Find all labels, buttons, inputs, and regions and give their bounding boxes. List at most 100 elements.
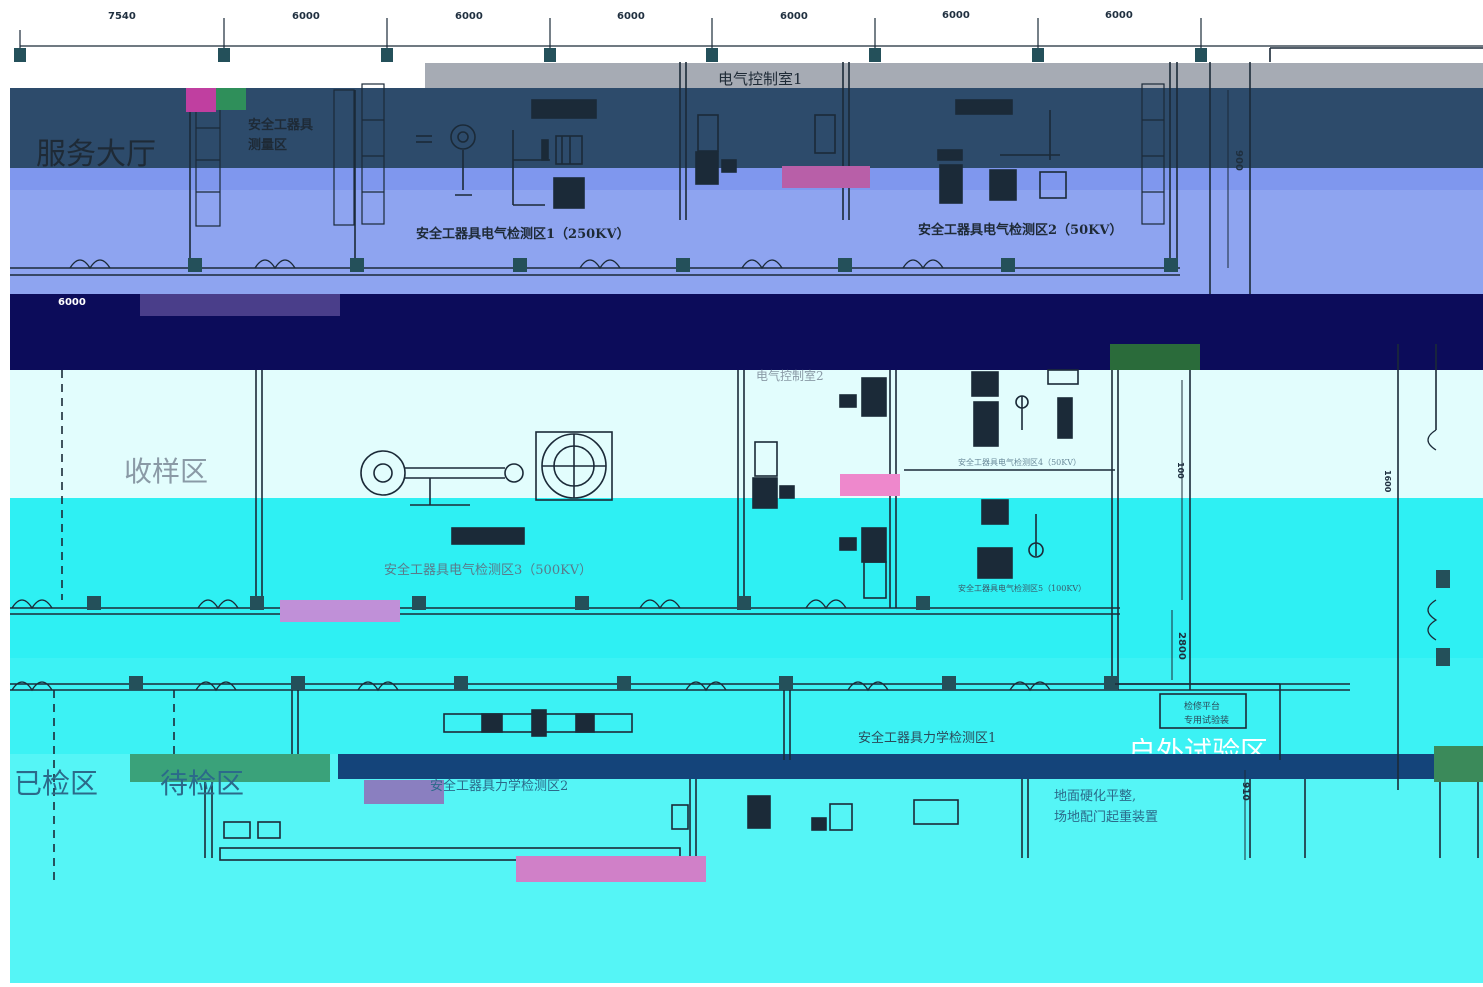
top-columns-shape <box>381 48 393 62</box>
top-columns-shape <box>218 48 230 62</box>
electric-test-3-equipment <box>360 431 613 545</box>
dim-right-lower: 2800 <box>1176 632 1187 660</box>
dim-label-2: 6000 <box>292 11 320 22</box>
electric-test-4-5-equipment-shape <box>973 401 999 447</box>
middle-door-arcs-shape <box>11 681 53 692</box>
middle-wall-columns-shape <box>291 676 305 690</box>
electric-test-2-equipment-shape <box>955 99 1013 115</box>
electric-test-1-equipment-shape <box>457 131 469 143</box>
middle-door-arcs-shape <box>639 599 681 610</box>
zone-electric-test-5: 安全工器具电气检测区5（100KV） <box>958 584 1087 593</box>
outdoor-note-1: 地面硬化平整, <box>1054 789 1137 804</box>
top-columns-shape <box>1032 48 1044 62</box>
electric-test-4-5-equipment-shape <box>1047 369 1079 385</box>
zone-electric-test-2: 安全工器具电气检测区2（50KV） <box>918 223 1123 238</box>
band-cyan <box>10 498 1483 658</box>
electric-test-4-5-equipment-shape <box>1028 542 1044 558</box>
middle-door-arcs-shape <box>1427 599 1438 641</box>
shelf-racks <box>195 83 1165 227</box>
electric-test-3-equipment-shape <box>451 527 525 545</box>
electric-test-4-5-equipment-shape <box>981 499 1009 525</box>
electric-test-2-equipment <box>937 99 1067 204</box>
mechanical-test-equipment-shape <box>811 817 827 831</box>
middle-door-arcs-shape <box>197 599 239 610</box>
zone-outdoor-test: 户外试验区 <box>1128 738 1268 754</box>
control-room-2-consoles-shape <box>752 477 778 509</box>
control-room-2-consoles-shape <box>839 537 857 551</box>
middle-door-arcs-shape <box>195 681 237 692</box>
mechanical-test-equipment-shape <box>575 713 595 733</box>
upper-wall-columns-shape <box>513 258 527 272</box>
mechanical-test-equipment-shape <box>747 795 771 829</box>
dim-label-1: 7540 <box>108 11 136 22</box>
shelf-racks-shape <box>333 89 355 226</box>
electric-test-4-5-equipment-shape <box>1057 397 1073 439</box>
middle-wall-columns-shape <box>942 676 956 690</box>
side-dimension-ticks <box>1171 90 1246 860</box>
shelf-racks-shape <box>361 83 385 225</box>
middle-row-walls <box>10 344 1437 790</box>
artifact-patches-shape <box>364 780 444 804</box>
top-columns <box>14 48 1207 62</box>
upper-wall-columns-shape <box>188 258 202 272</box>
middle-wall-columns-shape <box>916 596 930 610</box>
zone-control-room-1: 电气控制室1 <box>718 70 803 88</box>
middle-door-arcs-shape <box>847 681 889 692</box>
artifact-patches <box>130 88 1483 882</box>
artifact-patches-shape <box>140 294 340 316</box>
artifact-patches-shape <box>130 754 330 782</box>
top-columns-shape <box>1195 48 1207 62</box>
control-room-2-consoles-shape <box>839 394 857 408</box>
dim-label-7: 6000 <box>1105 10 1133 21</box>
band-lavender <box>10 190 1483 294</box>
middle-wall-columns-shape <box>617 676 631 690</box>
middle-wall-columns-shape <box>129 676 143 690</box>
top-columns-shape <box>869 48 881 62</box>
middle-wall-columns-shape <box>250 596 264 610</box>
upper-row-walls <box>10 47 1483 294</box>
control-room-1-consoles <box>695 114 836 185</box>
band-pale-cyan <box>10 370 1483 498</box>
shelf-racks-shape <box>1141 83 1165 225</box>
middle-door-arcs <box>11 429 1438 692</box>
zone-pending: 待检区 <box>160 767 245 800</box>
band-light-cyan <box>10 779 1483 983</box>
electric-test-2-equipment-shape <box>1039 171 1067 199</box>
middle-wall-columns-shape <box>1436 648 1450 666</box>
dim-label-4: 6000 <box>617 11 645 22</box>
dim-right-upper: 900 <box>1233 150 1244 171</box>
artifact-patches-shape <box>186 88 216 112</box>
middle-door-arcs-shape <box>11 599 53 610</box>
middle-wall-columns-shape <box>779 676 793 690</box>
electric-test-3-equipment-shape <box>360 450 406 496</box>
mechanical-test-equipment <box>219 693 1247 861</box>
artifact-patches-shape <box>782 166 870 188</box>
electric-test-3-equipment-shape <box>504 463 524 483</box>
middle-wall-columns-shape <box>412 596 426 610</box>
top-columns-shape <box>706 48 718 62</box>
upper-wall-columns-shape <box>350 258 364 272</box>
upper-wall-columns <box>188 258 1178 272</box>
zone-mech-test-2: 安全工器具力学检测区2 <box>430 779 569 794</box>
middle-door-arcs-shape <box>805 599 847 610</box>
zone-electric-test-4: 安全工器具电气检测区4（50KV） <box>958 458 1082 467</box>
electric-test-4-5-equipment-shape <box>1015 395 1029 409</box>
middle-wall-columns-shape <box>1104 676 1118 690</box>
band-deep-blue <box>338 754 1483 779</box>
dim-right-bottom: 910 <box>1240 782 1250 801</box>
middle-door-arcs-shape <box>1427 429 1437 451</box>
dim-label-5: 6000 <box>780 11 808 22</box>
middle-door-arcs-shape <box>1009 681 1051 692</box>
middle-wall-columns <box>87 570 1450 690</box>
zone-electric-test-1: 安全工器具电气检测区1（250KV） <box>416 227 630 242</box>
electric-test-1-equipment-shape <box>450 124 476 150</box>
middle-door-arcs-shape <box>357 681 399 692</box>
dim-right-mid: 100 <box>1176 462 1185 479</box>
control-room-2-consoles-shape <box>754 441 778 477</box>
upper-door-arcs-shape <box>254 259 296 270</box>
middle-wall-columns-shape <box>87 596 101 610</box>
control-room-2-consoles-shape <box>861 527 887 563</box>
dim-label-3: 6000 <box>455 11 483 22</box>
